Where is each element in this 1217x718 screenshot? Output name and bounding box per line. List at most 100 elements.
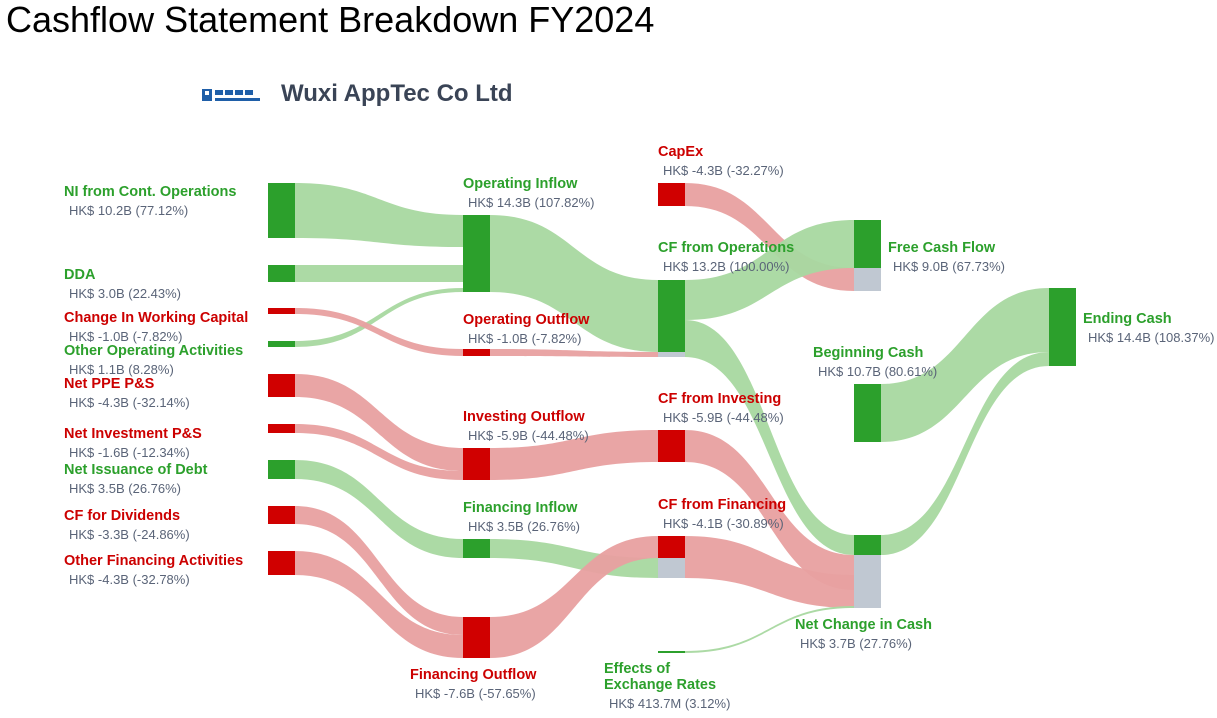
node-capex [658,183,685,206]
node-fcf-residual [854,268,881,291]
label-cfo: CF from Operations [658,240,794,256]
value-beg: HK$ 10.7B (80.61%) [818,364,937,379]
links-layer [295,183,1049,658]
value-ni: HK$ 10.2B (77.12%) [69,203,188,218]
link-invout-to-cfi [490,430,658,480]
label-ofa: Other Financing Activities [64,553,243,569]
value-ppe: HK$ -4.3B (-32.14%) [69,395,190,410]
link-beg-to-end [881,288,1049,442]
page-title: Cashflow Statement Breakdown FY2024 [6,0,655,40]
link-ooa-to-opin [295,288,463,347]
link-ppe-to-invout [295,374,463,471]
node-ni [268,183,295,238]
node-debt [268,460,295,479]
node-fcf [854,220,881,268]
value-opout: HK$ -1.0B (-7.82%) [468,331,581,346]
label-beg: Beginning Cash [813,345,923,361]
node-cfo-residual [658,352,685,357]
link-debt-to-finin [295,460,463,558]
value-cfi: HK$ -5.9B (-44.48%) [663,410,784,425]
link-div-to-finout [295,506,463,635]
value-finin: HK$ 3.5B (26.76%) [468,519,580,534]
node-ppe [268,374,295,397]
label-ni: NI from Cont. Operations [64,184,236,200]
link-wc-to-opout [295,308,463,356]
link-cfo-to-fcf [685,220,854,320]
value-fcf: HK$ 9.0B (67.73%) [893,259,1005,274]
node-ooa [268,341,295,347]
value-cff: HK$ -4.1B (-30.89%) [663,516,784,531]
node-dda [268,265,295,282]
node-cff [658,536,685,558]
link-dda-to-opin [295,265,463,282]
node-net [854,535,881,555]
value-wc: HK$ -1.0B (-7.82%) [69,329,182,344]
value-ooa: HK$ 1.1B (8.28%) [69,362,174,377]
value-fx: HK$ 413.7M (3.12%) [609,696,730,711]
label-div: CF for Dividends [64,508,180,524]
node-fx [658,651,685,653]
value-dda: HK$ 3.0B (22.43%) [69,286,181,301]
node-div [268,506,295,524]
node-inv [268,424,295,433]
value-div: HK$ -3.3B (-24.86%) [69,527,190,542]
label-fcf: Free Cash Flow [888,240,996,256]
link-opin-to-cfo [490,215,658,352]
label-wc: Change In Working Capital [64,310,248,326]
label-dda: DDA [64,267,96,283]
node-beg [854,384,881,442]
link-ni-to-opin [295,183,463,247]
link-ofa-to-finout [295,551,463,658]
node-net-residual [854,555,881,608]
value-finout: HK$ -7.6B (-57.65%) [415,686,536,701]
label-finout: Financing Outflow [410,667,537,683]
node-finin [463,539,490,558]
label-opin: Operating Inflow [463,176,578,192]
link-finout-to-cff [490,536,658,658]
node-cfi [658,430,685,462]
node-finout [463,617,490,658]
node-cff-residual [658,558,685,578]
link-inv-to-invout [295,424,463,480]
link-opout-to-cfo [490,349,658,357]
label-inv: Net Investment P&S [64,426,202,442]
link-fx-to-net [685,606,854,653]
link-cfi-to-net [685,430,854,590]
link-net-to-end [881,352,1049,555]
link-cff-to-net [685,536,854,608]
label-capex: CapEx [658,144,703,160]
label-end: Ending Cash [1083,311,1172,327]
node-wc [268,308,295,314]
label-cff: CF from Financing [658,497,786,513]
label-ppe: Net PPE P&S [64,376,155,392]
value-net: HK$ 3.7B (27.76%) [800,636,912,651]
node-invout [463,448,490,480]
value-inv: HK$ -1.6B (-12.34%) [69,445,190,460]
value-cfo: HK$ 13.2B (100.00%) [663,259,789,274]
label-ooa: Other Operating Activities [64,343,243,359]
company-name: Wuxi AppTec Co Ltd [281,80,513,107]
link-cfo-to-net [685,320,854,555]
value-debt: HK$ 3.5B (26.76%) [69,481,181,496]
label-finin: Financing Inflow [463,500,578,516]
label-opout: Operating Outflow [463,312,590,328]
node-ofa [268,551,295,575]
value-ofa: HK$ -4.3B (-32.78%) [69,572,190,587]
company-logo [202,89,260,101]
node-end [1049,288,1076,366]
label-invout: Investing Outflow [463,409,585,425]
node-cfo [658,280,685,352]
label-debt: Net Issuance of Debt [64,462,208,478]
node-opin [463,215,490,292]
label-cfi: CF from Investing [658,391,781,407]
value-invout: HK$ -5.9B (-44.48%) [468,428,589,443]
value-capex: HK$ -4.3B (-32.27%) [663,163,784,178]
node-opout [463,349,490,356]
value-opin: HK$ 14.3B (107.82%) [468,195,594,210]
value-end: HK$ 14.4B (108.37%) [1088,330,1214,345]
label-net: Net Change in Cash [795,617,932,633]
nodes-layer [268,183,1076,658]
